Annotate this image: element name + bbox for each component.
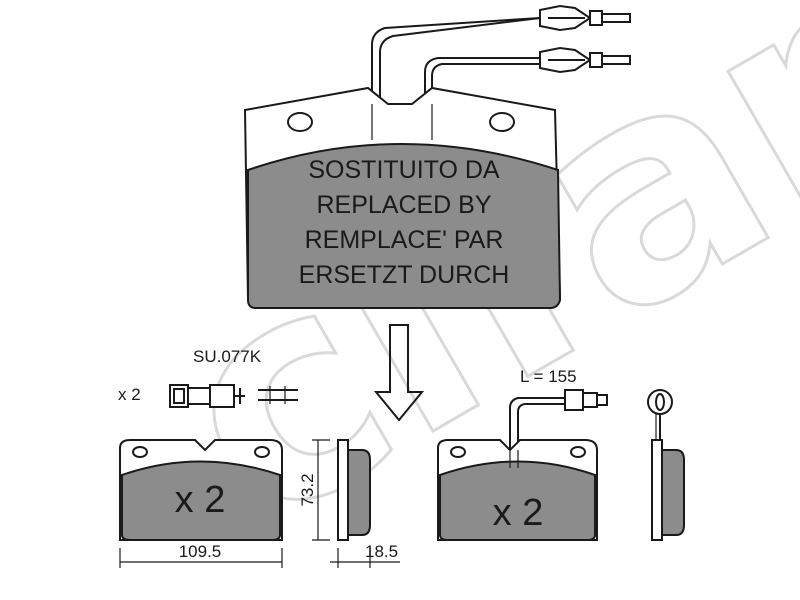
pad-right-hole-left	[450, 446, 466, 458]
down-arrow-icon	[373, 324, 425, 422]
accessory-quantity: x 2	[118, 385, 141, 404]
sensor-connector-upper	[539, 4, 631, 32]
pad-right-friction	[439, 460, 596, 541]
replaced-line-2: REPLACED BY	[316, 191, 491, 219]
sensor-wire-lower	[424, 57, 540, 140]
pad-left: x 2 109.5 73.2 18.5	[119, 439, 400, 568]
pad-left-side-friction	[347, 449, 371, 536]
sensor-wire-upper-inner	[379, 17, 541, 140]
pad-left-quantity: x 2	[175, 479, 226, 521]
replaced-line-1: SOSTITUITO DA	[308, 156, 500, 184]
pad-right: L = 155 x 2	[437, 367, 685, 541]
clip-connector-icon	[169, 384, 245, 408]
pad-right-wire	[509, 397, 565, 465]
clip-pins-icon	[258, 386, 298, 404]
replaced-line-4: ERSETZT DURCH	[299, 261, 510, 289]
replaced-line-3: REMPLACE' PAR	[305, 226, 504, 254]
pad-right-side-friction	[661, 449, 685, 536]
sensor-connector-lower	[539, 46, 631, 74]
sensor-wire-upper	[371, 17, 541, 140]
pad-right-quantity: x 2	[493, 492, 544, 534]
pad-right-hole-right	[570, 446, 586, 458]
pad-left-hole-left	[132, 446, 148, 458]
main-pad: SOSTITUITO DA REPLACED BY REMPLACE' PAR …	[243, 4, 631, 309]
wire-length-label: L = 155	[520, 367, 577, 386]
accessory-kit: SU.077K x 2	[118, 347, 298, 408]
pad-left-height-label: 73.2	[298, 473, 317, 506]
accessory-code: SU.077K	[193, 347, 262, 366]
pad-left-width-label: 109.5	[179, 542, 222, 561]
pad-left-hole-right	[254, 446, 270, 458]
mounting-hole-left	[287, 112, 313, 132]
pad-left-thickness-label: 18.5	[365, 542, 398, 561]
pad-left-friction	[121, 460, 281, 541]
pad-right-connector	[564, 389, 608, 411]
main-pad-friction	[247, 143, 562, 309]
mounting-hole-right	[489, 112, 515, 132]
sensor-wire-lower-inner	[431, 63, 540, 140]
